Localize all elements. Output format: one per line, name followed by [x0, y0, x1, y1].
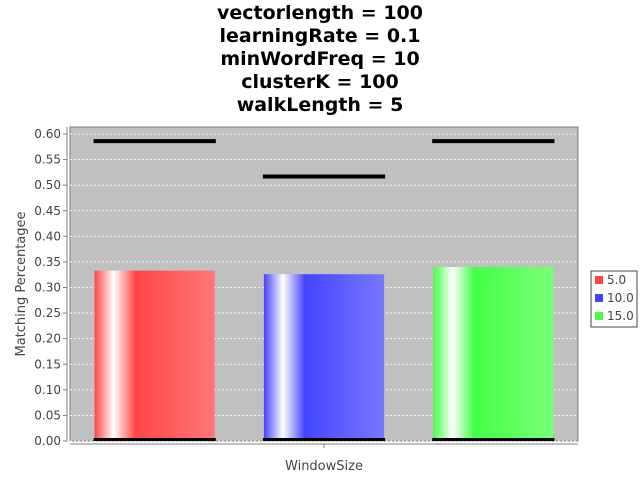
- y-tick-label: 0.00: [34, 434, 61, 448]
- title-line-min-word-freq: minWordFreq = 10: [220, 48, 420, 70]
- y-tick-label: 0.10: [34, 383, 61, 397]
- y-axis-title: Matching Percentagee: [14, 211, 29, 356]
- title-line-learning-rate: learningRate = 0.1: [219, 25, 421, 47]
- y-tick-label: 0.50: [34, 178, 61, 192]
- y-tick-label: 0.20: [34, 332, 61, 346]
- range-markers: [93, 139, 555, 441]
- legend-swatch-5.0: [595, 276, 603, 284]
- y-tick-label: 0.55: [34, 153, 61, 167]
- y-tick-label: 0.25: [34, 306, 61, 320]
- y-tick-label: 0.15: [34, 357, 61, 371]
- y-tick-label: 0.35: [34, 255, 61, 269]
- title-line-cluster-k: clusterK = 100: [241, 71, 399, 93]
- y-tick-label: 0.40: [34, 229, 61, 243]
- title-line-walk-length: walkLength = 5: [236, 94, 404, 116]
- legend-label-5.0: 5.0: [607, 273, 626, 287]
- y-axis: 0.00 0.05 0.10 0.15 0.20 0.25 0.30 0.35 0.40 0.45…: [34, 127, 68, 448]
- bar-10.0: [263, 274, 385, 441]
- y-tick-label: 0.60: [34, 127, 61, 141]
- x-axis-title: WindowSize: [285, 459, 363, 474]
- chart-title: vectorlength = 100 learningRate = 0.1 mi…: [0, 2, 640, 117]
- legend: 5.0 10.0 15.0: [590, 270, 638, 328]
- legend-swatch-15.0: [595, 312, 603, 320]
- bars: [94, 267, 554, 441]
- bar-15.0: [433, 267, 554, 441]
- legend-swatch-10.0: [595, 294, 603, 302]
- title-line-vectorlength: vectorlength = 100: [217, 2, 423, 24]
- y-tick-label: 0.45: [34, 204, 61, 218]
- bar-5.0: [94, 270, 215, 441]
- y-tick-label: 0.30: [34, 281, 61, 295]
- y-tick-label: 0.05: [34, 408, 61, 422]
- legend-label-15.0: 15.0: [607, 309, 634, 323]
- legend-label-10.0: 10.0: [607, 291, 634, 305]
